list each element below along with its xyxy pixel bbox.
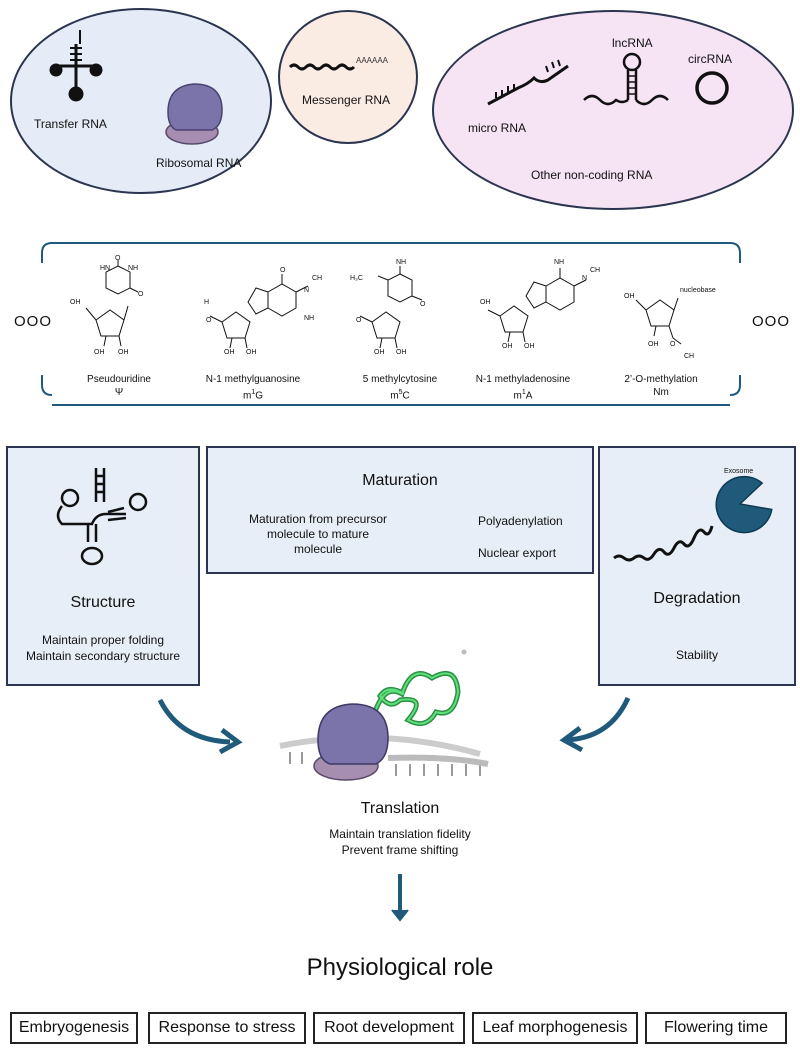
- rrna-label: Ribosomal RNA: [156, 156, 242, 170]
- svg-text:OH: OH: [396, 349, 407, 356]
- lncrna-label: lncRNA: [612, 36, 653, 50]
- exosome-label: Exosome: [724, 468, 754, 475]
- svg-text:OH: OH: [374, 349, 385, 356]
- svg-text:O: O: [280, 267, 286, 274]
- mrna-ellipse: [278, 10, 418, 144]
- modification-bracket: [41, 242, 741, 406]
- degradation-box: Exosome Degradation Stability: [598, 446, 796, 686]
- trna-icon: [49, 30, 103, 102]
- svg-text:NH: NH: [304, 315, 314, 322]
- circrna-icon: [695, 71, 729, 105]
- microrna-label: micro RNA: [468, 121, 527, 135]
- m1a-structure: [487, 268, 587, 343]
- ribosome-translation: [313, 703, 389, 781]
- ribosome-icon: [165, 83, 223, 145]
- svg-text:OH: OH: [624, 293, 635, 300]
- degradation-title: Degradation: [653, 590, 741, 607]
- svg-text:OH: OH: [224, 349, 235, 356]
- role-root-development: Root development: [313, 1012, 465, 1044]
- mrna-icon: AAAAAA: [288, 56, 389, 71]
- svg-text:O: O: [206, 317, 212, 324]
- mrna-label: Messenger RNA: [302, 93, 391, 107]
- structure-desc: Maintain proper folding Maintain seconda…: [25, 633, 181, 663]
- role-embryogenesis: Embryogenesis: [10, 1012, 138, 1044]
- maturation-title: Maturation: [362, 472, 438, 489]
- mod-nm: 2’-O-methylation Nm: [624, 374, 698, 398]
- svg-text:NH: NH: [128, 265, 138, 272]
- svg-text:CH: CH: [590, 267, 600, 274]
- microrna-icon: [487, 59, 569, 106]
- gray-dot: [461, 649, 467, 655]
- svg-text:H₃C: H₃C: [350, 275, 363, 282]
- circrna-label: circRNA: [688, 52, 732, 66]
- rna-structure-icon: [56, 468, 148, 566]
- svg-text:OH: OH: [94, 349, 105, 356]
- m5c-structure: [359, 266, 423, 349]
- svg-text:OH: OH: [502, 343, 513, 350]
- svg-text:O: O: [138, 291, 144, 298]
- nm-structure: [635, 297, 682, 345]
- mod-pseudouridine: Pseudouridine Ψ: [87, 374, 151, 398]
- mod-m1a: N-1 methyladenosine m1A: [475, 374, 571, 402]
- left-ellipsis: OOO: [14, 313, 53, 330]
- mod-m1g: N-1 methylguanosine m1G: [205, 374, 301, 402]
- svg-text:O: O: [115, 255, 121, 262]
- svg-text:CH: CH: [684, 353, 694, 360]
- svg-text:OH: OH: [648, 341, 659, 348]
- svg-text:OH: OH: [480, 299, 491, 306]
- arrow-left: [157, 698, 231, 745]
- svg-text:OH: OH: [70, 299, 81, 306]
- structure-box: Structure Maintain proper folding Mainta…: [6, 446, 200, 686]
- down-arrow: [391, 874, 409, 922]
- polyadenylation-label: Polyadenylation: [478, 514, 563, 528]
- trna-rrna-ellipse: [10, 8, 272, 194]
- physiological-role-title: Physiological role: [306, 954, 494, 981]
- pseudouridine-structure: [85, 260, 139, 347]
- chemical-structures: O NH HN O OH OH OH O N CH NH H O OH OH N…: [70, 255, 716, 360]
- mod-m5c: 5 methylcytosine m5C: [362, 374, 438, 402]
- svg-text:OH: OH: [524, 343, 535, 350]
- translation-desc: Maintain translation fidelity Prevent fr…: [329, 827, 471, 857]
- svg-text:NH: NH: [554, 259, 564, 266]
- arrow-right: [565, 696, 631, 743]
- svg-text:nucleobase: nucleobase: [680, 287, 716, 294]
- trna-label: Transfer RNA: [34, 117, 107, 131]
- role-response-to-stress: Response to stress: [148, 1012, 306, 1044]
- svg-text:O: O: [356, 317, 362, 324]
- translation-title: Translation: [360, 800, 440, 817]
- role-flowering-time: Flowering time: [645, 1012, 787, 1044]
- rna-illustrations: AAAAAA: [49, 30, 729, 145]
- role-leaf-morphogenesis: Leaf morphogenesis: [472, 1012, 638, 1044]
- svg-text:NH: NH: [396, 259, 406, 266]
- ncrna-ellipse: [432, 10, 794, 210]
- peptide-chain: [369, 670, 461, 727]
- svg-text:HN: HN: [100, 265, 110, 272]
- exosome-icon: [613, 475, 773, 562]
- svg-text:N: N: [582, 275, 587, 282]
- svg-text:CH: CH: [312, 275, 322, 282]
- svg-text:O: O: [420, 301, 426, 308]
- structure-title: Structure: [70, 594, 136, 611]
- svg-text:H: H: [204, 299, 209, 306]
- svg-text:N: N: [304, 287, 309, 294]
- translation-illustration: [157, 649, 631, 781]
- svg-text:OH: OH: [246, 349, 257, 356]
- m1g-structure: [209, 274, 309, 349]
- right-ellipsis: OOO: [752, 313, 791, 330]
- svg-text:AAAAAA: AAAAAA: [356, 56, 389, 65]
- maturation-box: Maturation Maturation from precursor mol…: [206, 446, 594, 574]
- lncrna-icon: [583, 52, 669, 106]
- svg-text:O: O: [670, 341, 676, 348]
- svg-text:OH: OH: [118, 349, 129, 356]
- nuclear-export-label: Nuclear export: [478, 546, 557, 560]
- maturation-left-text: Maturation from precursor molecule to ma…: [248, 512, 388, 556]
- degradation-desc: Stability: [675, 648, 719, 662]
- other-ncrna-label: Other non-coding RNA: [531, 168, 653, 182]
